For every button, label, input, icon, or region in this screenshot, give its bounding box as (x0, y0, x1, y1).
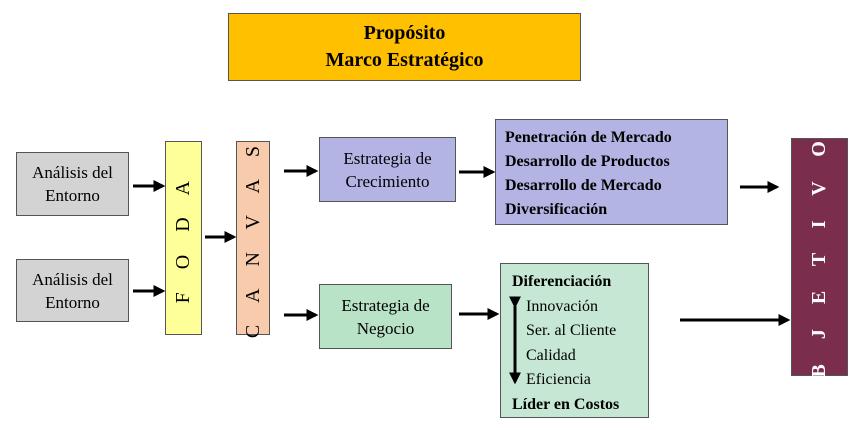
crecimiento-item: Desarrollo de Mercado (505, 177, 662, 194)
analisis-entorno-box-2: Análisis del Entorno (16, 259, 129, 322)
crecimiento-strategies-box: Penetración de Mercado Desarrollo de Pro… (495, 119, 728, 225)
negocio-item: Ser. al Cliente (526, 322, 617, 339)
crecimiento-item: Desarrollo de Productos (505, 153, 670, 170)
title-line-2: Marco Estratégico (325, 49, 484, 71)
foda-box: F O D A (165, 141, 202, 335)
negocio-strategies-box: Diferenciación Innovación Ser. al Client… (500, 263, 649, 418)
analisis-2-line-2: Entorno (45, 292, 100, 312)
diferenciacion-label: Diferenciación (512, 273, 612, 290)
estrategia-crecimiento-line-2: Crecimiento (345, 171, 430, 191)
crecimiento-item: Diversificación (505, 201, 608, 218)
estrategia-crecimiento-line-1: Estrategia de (343, 148, 432, 168)
proposito-title-box: Propósito Marco Estratégico (228, 13, 581, 81)
negocio-item: Innovación (526, 297, 598, 315)
analisis-1-line-1: Análisis del (32, 163, 113, 182)
estrategia-negocio-box: Estrategia de Negocio (319, 284, 452, 349)
negocio-item: Eficiencia (526, 371, 591, 388)
analisis-entorno-box-1: Análisis del Entorno (16, 152, 129, 216)
estrategia-negocio-line-2: Negocio (356, 318, 415, 338)
negocio-item: Calidad (526, 346, 576, 364)
estrategia-crecimiento-box: Estrategia de Crecimiento (319, 137, 456, 202)
analisis-1-line-2: Entorno (45, 186, 100, 205)
canvas-box: C A N V A S (236, 137, 270, 339)
objetivos-box: O B J E T I V O S (791, 95, 848, 419)
analisis-2-line-1: Análisis del (32, 269, 113, 289)
lider-costos-label: Líder en Costos (512, 395, 620, 413)
estrategia-negocio-line-1: Estrategia de (341, 295, 430, 315)
title-line-1: Propósito (363, 22, 446, 44)
crecimiento-item: Penetración de Mercado (505, 129, 672, 146)
